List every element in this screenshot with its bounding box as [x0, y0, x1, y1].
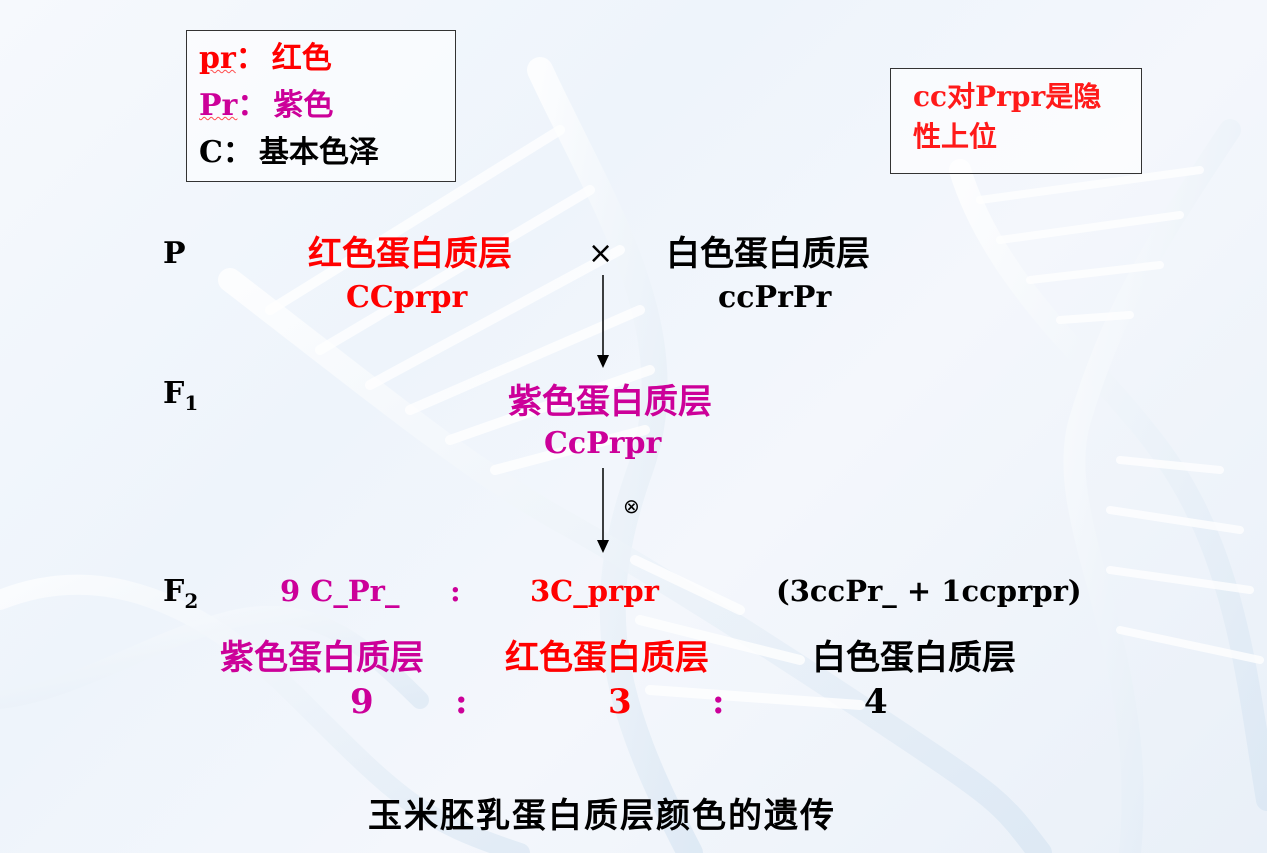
slide-caption: 玉米胚乳蛋白质层颜色的遗传	[368, 796, 836, 836]
f1-phenotype: 紫色蛋白质层	[508, 382, 712, 422]
note-line-2: 性上位	[913, 120, 998, 153]
legend-meaning-red: 红色	[271, 41, 332, 76]
ratio-white: 4	[864, 682, 888, 722]
note-line-1: cc对Prpr是隐	[913, 80, 1102, 113]
legend-box: pr：红色 Pr：紫色 C：基本色泽	[186, 30, 456, 182]
legend-meaning-base-color: 基本色泽	[258, 135, 379, 170]
legend-line-C: C：基本色泽	[199, 135, 379, 171]
ratio-red: 3	[608, 682, 632, 722]
legend-code-Pr: Pr	[199, 88, 238, 123]
generation-label-p: P	[163, 236, 186, 271]
legend-code-C: C	[199, 135, 223, 170]
legend-sep: ：	[237, 88, 268, 123]
f1-genotype: CcPrpr	[544, 426, 662, 461]
legend-code-pr: pr	[199, 41, 236, 76]
f1-label-subscript: 1	[184, 391, 199, 415]
legend-sep: ：	[235, 41, 266, 76]
cross-symbol: ×	[588, 236, 614, 271]
f2-label-subscript: 2	[184, 589, 199, 613]
parent-left-phenotype: 红色蛋白质层	[308, 234, 512, 274]
ratio-purple: 9	[350, 682, 374, 722]
f2-genotype-3: (3ccPr_ + 1ccprpr)	[776, 574, 1082, 608]
ratio-colon-1: :	[455, 682, 468, 722]
parent-left-genotype: CCprpr	[346, 280, 468, 315]
parent-right-genotype: ccPrPr	[718, 280, 832, 315]
arrow-f1-to-f2	[597, 468, 609, 553]
ratio-colon-2: :	[712, 682, 725, 722]
f2-label-letter: F	[163, 574, 185, 609]
epistasis-note-box: cc对Prpr是隐 性上位	[890, 68, 1142, 174]
selfing-symbol: ⊗	[623, 494, 640, 518]
f2-genotype-2: 3C_prpr	[530, 574, 659, 608]
legend-meaning-purple: 紫色	[273, 88, 334, 123]
legend-line-pr: pr：红色	[199, 41, 332, 77]
legend-sep: ：	[222, 135, 253, 170]
legend-line-Pr: Pr：紫色	[199, 88, 333, 124]
parent-right-phenotype: 白色蛋白质层	[666, 234, 870, 274]
f2-genotype-1: 9 C_Pr_	[280, 574, 400, 608]
f2-genotype-colon: :	[450, 574, 461, 608]
arrow-p-to-f1	[597, 275, 609, 368]
generation-label-f2: F2	[163, 574, 198, 613]
f2-phenotype-white: 白色蛋白质层	[812, 638, 1016, 678]
f2-phenotype-purple: 紫色蛋白质层	[220, 638, 424, 678]
generation-label-f1: F1	[163, 376, 198, 415]
f2-phenotype-red: 红色蛋白质层	[505, 638, 709, 678]
f1-label-letter: F	[163, 376, 185, 411]
